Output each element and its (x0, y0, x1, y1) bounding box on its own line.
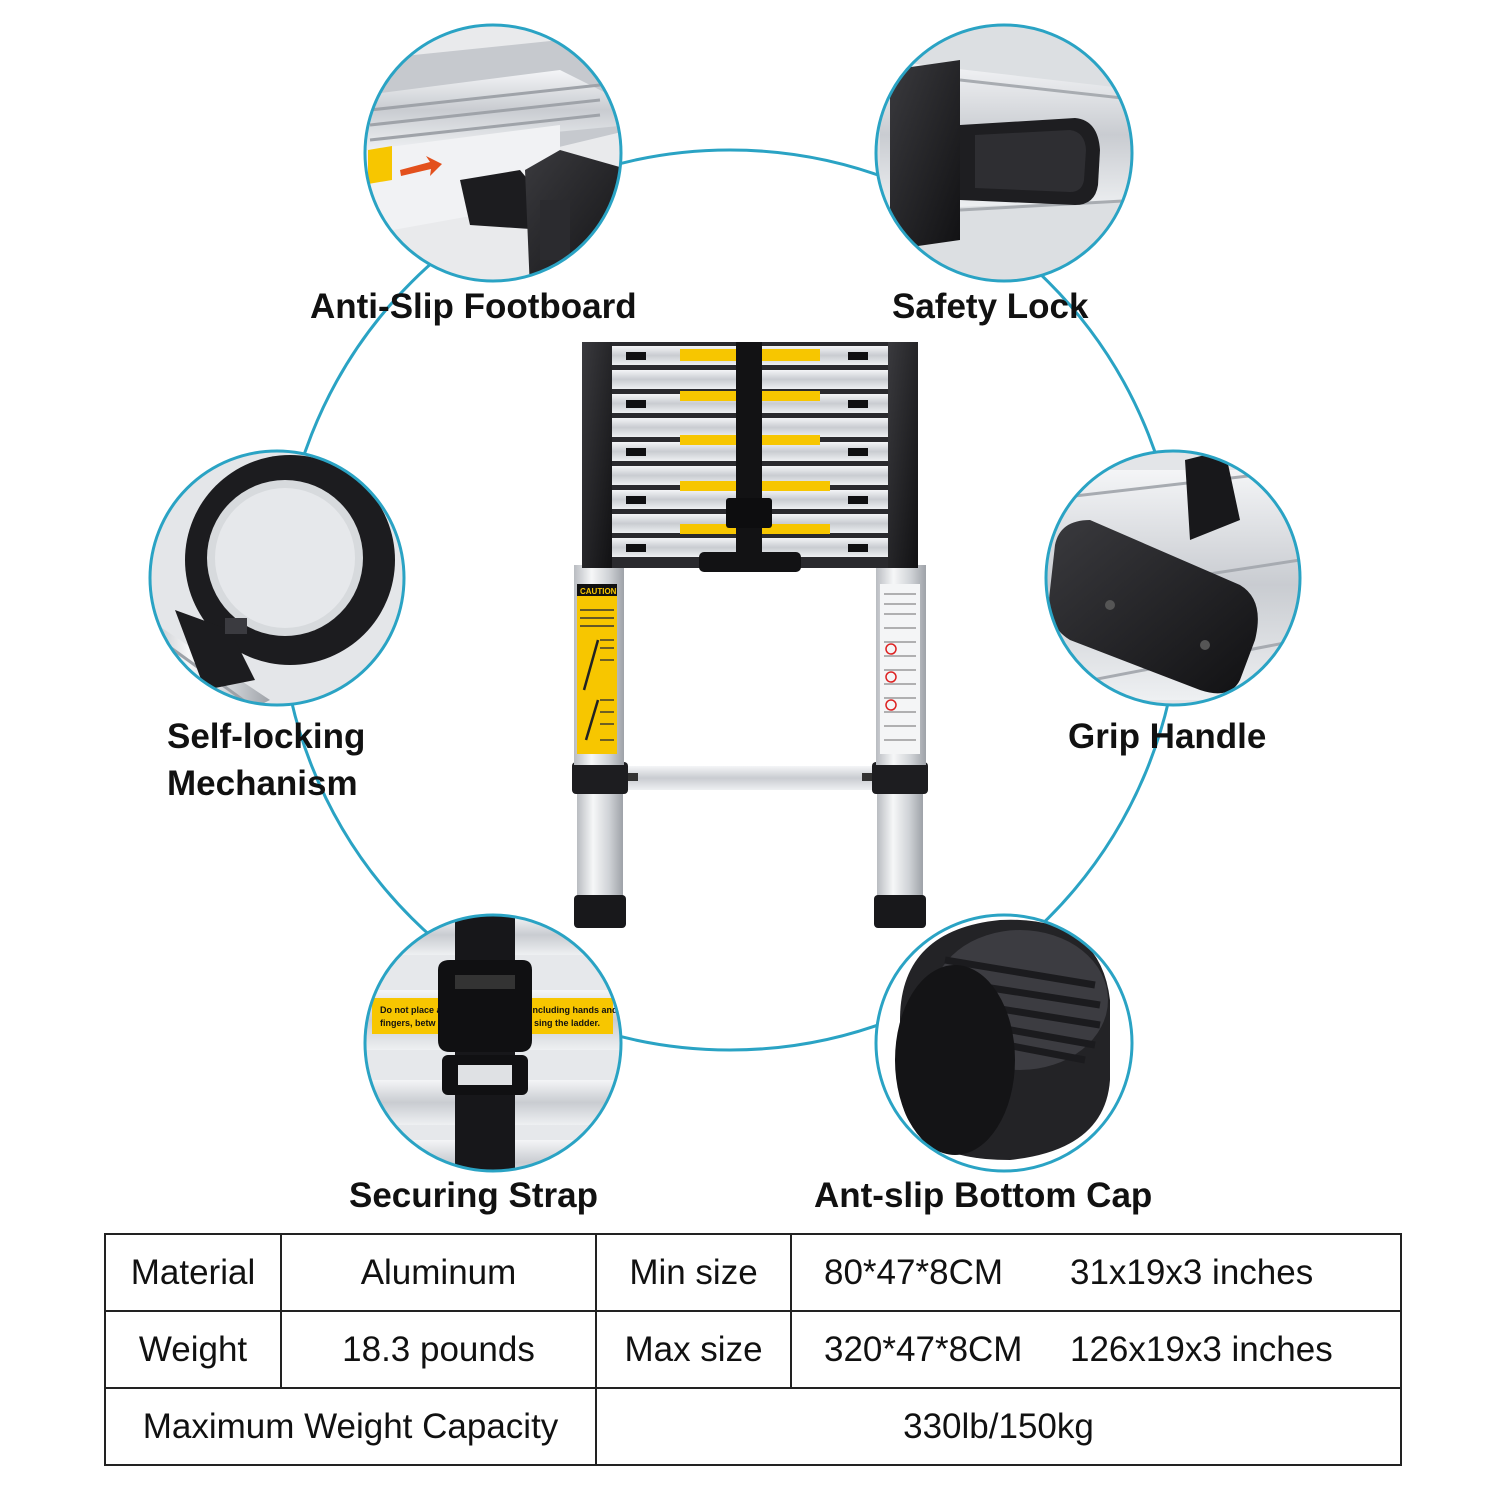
feature-label-grip-handle: Grip Handle (1068, 717, 1267, 756)
weight-label: Weight (104, 1310, 282, 1389)
material-label: Material (104, 1233, 282, 1312)
strap-sticker-left-line2: fingers, betw (380, 1018, 437, 1028)
spec-table: Material Aluminum Min size 80*47*8CM 31x1… (104, 1233, 1402, 1466)
locking-ring-closeup-icon (148, 449, 406, 707)
feature-label-anti-slip-footboard: Anti-Slip Footboard (310, 287, 637, 326)
footboard-closeup-icon (363, 23, 623, 283)
table-row: Maximum Weight Capacity 330lb/150kg (104, 1387, 1402, 1466)
feature-label-self-locking-mechanism: Self-locking Mechanism (167, 713, 365, 807)
strap-sticker-right-line1: including hands and (530, 1005, 618, 1015)
feature-label-safety-lock: Safety Lock (892, 287, 1089, 326)
strap-sticker-left-line1: Do not place any (380, 1005, 452, 1015)
max-size-in: 126x19x3 inches (1070, 1329, 1333, 1369)
min-size-cm: 80*47*8CM (824, 1252, 1003, 1292)
rung-stack (582, 342, 918, 572)
min-size-value: 80*47*8CM 31x19x3 inches (790, 1233, 1402, 1312)
feature-label-securing-strap: Securing Strap (349, 1176, 598, 1215)
max-size-label: Max size (595, 1310, 792, 1389)
max-size-value: 320*47*8CM 126x19x3 inches (790, 1310, 1402, 1389)
feature-label-bottom-cap: Ant-slip Bottom Cap (814, 1176, 1153, 1215)
ladder-illustration-icon: CAUTION (572, 342, 928, 928)
strap-sticker-right-line2: sing the ladder. (534, 1018, 600, 1028)
table-row: Weight 18.3 pounds Max size 320*47*8CM 12… (104, 1310, 1402, 1389)
table-row: Material Aluminum Min size 80*47*8CM 31x1… (104, 1233, 1402, 1312)
bottom-cap-closeup-icon (874, 913, 1134, 1173)
max-size-cm: 320*47*8CM (824, 1329, 1023, 1369)
weight-value: 18.3 pounds (280, 1310, 597, 1389)
strap-buckle-closeup-icon: Do not place any fingers, betw including… (363, 913, 623, 1173)
feature-label-self-locking-line2: Mechanism (167, 764, 358, 803)
grip-handle-closeup-icon (1044, 449, 1302, 707)
min-size-in: 31x19x3 inches (1070, 1252, 1314, 1292)
material-value: Aluminum (280, 1233, 597, 1312)
capacity-value: 330lb/150kg (595, 1387, 1402, 1466)
min-size-label: Min size (595, 1233, 792, 1312)
capacity-label: Maximum Weight Capacity (104, 1387, 597, 1466)
feature-label-self-locking-line1: Self-locking (167, 717, 366, 756)
caution-label: CAUTION (580, 587, 617, 596)
safety-lock-closeup-icon (874, 23, 1134, 283)
